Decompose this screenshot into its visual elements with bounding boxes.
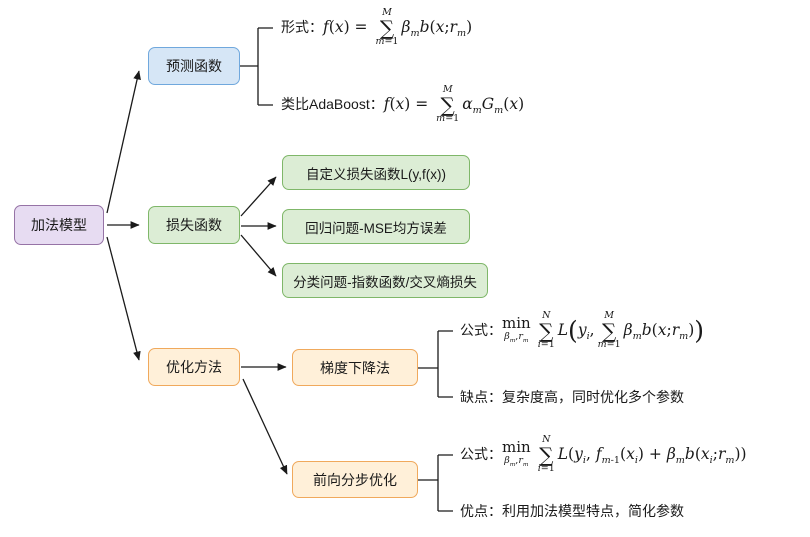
node-classification-loss: 分类问题-指数函数/交叉熵损失 bbox=[282, 263, 488, 298]
leaf-gradient-drawback: 缺点：复杂度高，同时优化多个参数 bbox=[460, 389, 684, 405]
node-optimization-method: 优化方法 bbox=[148, 348, 240, 386]
node-prediction-function: 预测函数 bbox=[148, 47, 240, 85]
node-forward-stagewise: 前向分步优化 bbox=[292, 461, 418, 498]
node-custom-loss: 自定义损失函数L(y,f(x)) bbox=[282, 155, 470, 190]
node-root-additive-model: 加法模型 bbox=[14, 205, 104, 245]
node-regression-mse: 回归问题-MSE均方误差 bbox=[282, 209, 470, 244]
node-loss-function: 损失函数 bbox=[148, 206, 240, 244]
node-gradient-descent: 梯度下降法 bbox=[292, 349, 418, 386]
leaf-forward-advantage: 优点：利用加法模型特点，简化参数 bbox=[460, 503, 684, 519]
